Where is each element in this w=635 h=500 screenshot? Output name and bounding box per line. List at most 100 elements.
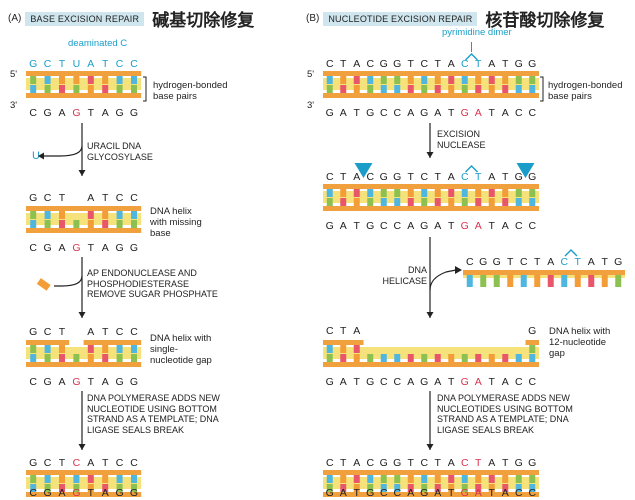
b4-bot-letter: A — [475, 487, 482, 499]
a1-bot-letter: G — [72, 107, 80, 119]
b1-bot-letter: A — [340, 107, 347, 119]
b1-bot-letter: A — [434, 107, 441, 119]
excised-letter: T — [507, 256, 514, 268]
b3-bottom-base — [475, 354, 482, 362]
a4-top-letter: C — [73, 457, 81, 469]
a1-top-base — [116, 76, 123, 84]
b4-top-letter: G — [528, 457, 536, 469]
a3-top-base — [44, 345, 51, 353]
panel-a-tag: BASE EXCISION REPAIR — [25, 11, 145, 26]
excised-base — [574, 275, 581, 287]
b1-bottom-base — [394, 85, 401, 93]
step-helicase: DNA HELICASE — [382, 265, 427, 286]
removed-uracil: U — [32, 150, 40, 162]
a4-bottom-base — [73, 484, 80, 492]
excised-base — [493, 275, 500, 287]
a3-bot-letter: G — [44, 376, 52, 388]
b4-bottom-base — [394, 484, 401, 492]
a4-bot-letter: G — [44, 487, 52, 499]
a1-top-letter: C — [130, 58, 138, 70]
a4-top-base — [87, 475, 94, 483]
b2-top-letter: T — [408, 171, 415, 183]
a1-bottom-base — [30, 85, 37, 93]
a2-bot-letter: G — [44, 242, 52, 254]
a3-bottom-backbone — [26, 362, 142, 367]
a3-top-letter: G — [29, 326, 37, 338]
b-arrow-3-head — [426, 444, 434, 450]
a2-bottom-base — [73, 220, 80, 228]
b4-bot-letter: G — [366, 487, 374, 499]
b2-bot-letter: A — [407, 220, 414, 232]
b3-bottom-base — [340, 354, 347, 362]
excised-base — [615, 275, 622, 287]
step-uracil-glycosylase: URACIL DNA GLYCOSYLASE — [87, 141, 153, 162]
b3-bot-letter: C — [515, 376, 523, 388]
a-branch-1-head — [38, 152, 44, 160]
b3-top-base — [529, 345, 536, 353]
a3-bot-letter: G — [116, 376, 124, 388]
b4-bottom-base — [326, 484, 333, 492]
b2-top-base — [380, 189, 387, 197]
step-excision-nuclease: EXCISION NUCLEASE — [437, 129, 486, 150]
a4-bottom-base — [59, 484, 65, 492]
a4-top-letter: G — [29, 457, 37, 469]
b3-bot-letter: T — [448, 376, 455, 388]
b1-bot-letter: A — [407, 107, 414, 119]
a3-bottom-base — [102, 354, 109, 362]
b-arrow-1-head — [426, 152, 434, 158]
b4-bottom-base — [407, 484, 414, 492]
a1-top-base — [59, 76, 65, 84]
a3-bot-letter: T — [88, 376, 95, 388]
b2-top-letter: A — [353, 171, 360, 183]
b4-bot-letter: T — [354, 487, 361, 499]
b1-top-base — [421, 76, 428, 84]
a2-bot-letter: C — [29, 242, 37, 254]
a1-top-letter: C — [116, 58, 124, 70]
a4-bottom-backbone — [26, 492, 142, 497]
b2-top-base — [475, 189, 482, 197]
b-bracket — [540, 76, 544, 102]
b2-top-base — [515, 189, 522, 197]
b2-bottom-base — [529, 198, 536, 206]
b4-bottom-base — [353, 484, 360, 492]
a3-bottom-base — [44, 354, 51, 362]
b2-bot-letter: A — [434, 220, 441, 232]
a3-top-backbone-right — [83, 340, 142, 345]
a2-top-base — [116, 211, 123, 219]
b1-top-letter: T — [435, 58, 442, 70]
b2-top-letter: C — [420, 171, 428, 183]
a1-bottom-base — [87, 85, 94, 93]
b2-bot-letter: T — [354, 220, 361, 232]
a4-top-base — [30, 475, 37, 483]
excised-base — [507, 275, 514, 287]
a4-bot-letter: G — [130, 487, 138, 499]
b3-bottom-base — [529, 354, 536, 362]
b2-bottom-base — [421, 198, 428, 206]
b4-bot-letter: A — [434, 487, 441, 499]
b2-bottom-base — [380, 198, 387, 206]
b1-bottom-base — [380, 85, 387, 93]
a2-bottom-base — [87, 220, 94, 228]
b3-bot-letter: C — [528, 376, 536, 388]
b2-bot-letter: C — [515, 220, 523, 232]
a1-top-base — [102, 76, 109, 84]
b3-bottom-base — [502, 354, 509, 362]
b3-bot-letter: C — [393, 376, 401, 388]
b1-hbond-band — [323, 78, 539, 90]
b2-top-base — [448, 189, 455, 197]
panel-b-letter: (B) — [306, 13, 320, 24]
a3-top-letter: T — [102, 326, 109, 338]
a4-top-letter: T — [59, 457, 66, 469]
a2-bot-letter: A — [102, 242, 109, 254]
b4-top-base — [448, 475, 455, 483]
b4-top-letter: T — [408, 457, 415, 469]
a2-top-letter: G — [29, 192, 37, 204]
b4-top-base — [515, 475, 522, 483]
b3-bottom-base — [326, 354, 333, 362]
b4-top-letter: A — [353, 457, 360, 469]
a1-bot-letter: T — [88, 107, 95, 119]
b1-top-base — [340, 76, 347, 84]
b4-top-base — [394, 475, 401, 483]
a1-bot-letter: A — [58, 107, 65, 119]
b4-bottom-base — [502, 484, 509, 492]
